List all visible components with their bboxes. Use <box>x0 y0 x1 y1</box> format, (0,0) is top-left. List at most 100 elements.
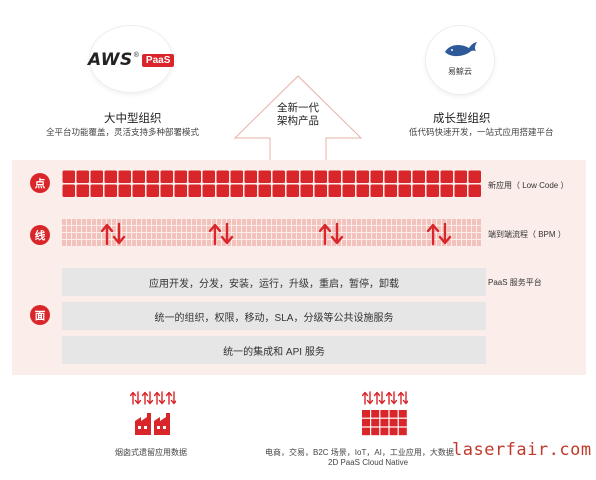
process-cell <box>132 226 136 232</box>
app-block <box>62 184 75 197</box>
app-block <box>314 170 327 183</box>
process-cell <box>242 226 246 232</box>
process-cell <box>337 219 341 225</box>
process-cell <box>82 219 86 225</box>
app-block <box>286 170 299 183</box>
process-cell <box>372 240 376 246</box>
app-block <box>454 170 467 183</box>
process-cell <box>452 240 456 246</box>
app-block <box>258 170 271 183</box>
process-cell <box>287 233 291 239</box>
process-cell <box>227 233 231 239</box>
process-cell <box>332 226 336 232</box>
process-cell <box>427 240 431 246</box>
process-cell <box>412 226 416 232</box>
process-cell <box>332 219 336 225</box>
legacy-data-label: 烟囱式遗留应用数据 <box>115 448 187 457</box>
watermark: laserfair.com <box>452 440 592 460</box>
process-cell <box>247 240 251 246</box>
process-cell <box>67 233 71 239</box>
process-cell <box>242 233 246 239</box>
process-cell <box>342 226 346 232</box>
cloud-native-label: 2D PaaS Cloud Native <box>328 458 409 467</box>
process-cell <box>347 226 351 232</box>
process-cell <box>327 240 331 246</box>
process-cell <box>237 240 241 246</box>
process-cell <box>252 219 256 225</box>
process-cell <box>467 233 471 239</box>
process-cell <box>367 226 371 232</box>
process-cell <box>457 226 461 232</box>
process-cell <box>352 219 356 225</box>
whale-caption: 易鲸云 <box>448 67 472 76</box>
process-cell <box>137 233 141 239</box>
process-cell <box>387 233 391 239</box>
process-cell <box>142 219 146 225</box>
process-cell <box>187 233 191 239</box>
block-cell <box>371 410 380 418</box>
process-cell <box>147 240 151 246</box>
process-cell <box>182 233 186 239</box>
process-cell <box>72 240 76 246</box>
aws-paas-logo: AWS ® PaaS <box>88 50 175 70</box>
process-cell <box>122 240 126 246</box>
process-cell <box>447 226 451 232</box>
process-cell <box>197 219 201 225</box>
process-cell <box>202 233 206 239</box>
process-cell <box>217 233 221 239</box>
process-cell <box>437 219 441 225</box>
process-cell <box>377 219 381 225</box>
process-cell <box>242 240 246 246</box>
app-block <box>216 170 229 183</box>
app-block <box>356 170 369 183</box>
process-cell <box>177 233 181 239</box>
app-block <box>174 184 187 197</box>
process-cell <box>297 240 301 246</box>
app-block <box>118 184 131 197</box>
process-cell <box>187 226 191 232</box>
app-block <box>328 184 341 197</box>
public-services-bar: 统一的组织，权限，移动，SLA，分级等公共设施服务 <box>62 302 486 330</box>
app-block <box>104 170 117 183</box>
process-cell <box>367 219 371 225</box>
process-cell <box>62 219 66 225</box>
process-cell <box>472 226 476 232</box>
process-cell <box>422 240 426 246</box>
process-cell <box>477 219 481 225</box>
factory-icon <box>135 413 170 435</box>
process-cell <box>357 240 361 246</box>
process-cell <box>147 226 151 232</box>
process-cell <box>472 240 476 246</box>
process-cell <box>72 226 76 232</box>
process-cell <box>397 226 401 232</box>
app-block <box>132 170 145 183</box>
process-cell <box>87 240 91 246</box>
registered-mark: ® <box>133 51 139 59</box>
process-cell <box>317 226 321 232</box>
app-block <box>202 184 215 197</box>
process-cell <box>217 240 221 246</box>
app-block <box>258 184 271 197</box>
line-row-label: 端到端流程（ BPM ） <box>488 230 566 239</box>
process-cell <box>322 219 326 225</box>
process-cell <box>187 219 191 225</box>
process-cell <box>97 240 101 246</box>
process-cell <box>107 219 111 225</box>
process-cell <box>222 240 226 246</box>
process-cell <box>337 226 341 232</box>
process-cell <box>407 233 411 239</box>
process-cell <box>152 240 156 246</box>
process-cell <box>357 226 361 232</box>
process-cell <box>267 219 271 225</box>
process-cell <box>282 240 286 246</box>
process-cell <box>62 233 66 239</box>
process-cell <box>272 219 276 225</box>
up-down-arrows-icon <box>130 391 176 405</box>
process-cell <box>87 233 91 239</box>
process-cell <box>82 240 86 246</box>
process-cell <box>307 219 311 225</box>
process-cell <box>437 233 441 239</box>
process-cell <box>247 219 251 225</box>
block-cell <box>389 418 398 427</box>
process-cell <box>457 240 461 246</box>
